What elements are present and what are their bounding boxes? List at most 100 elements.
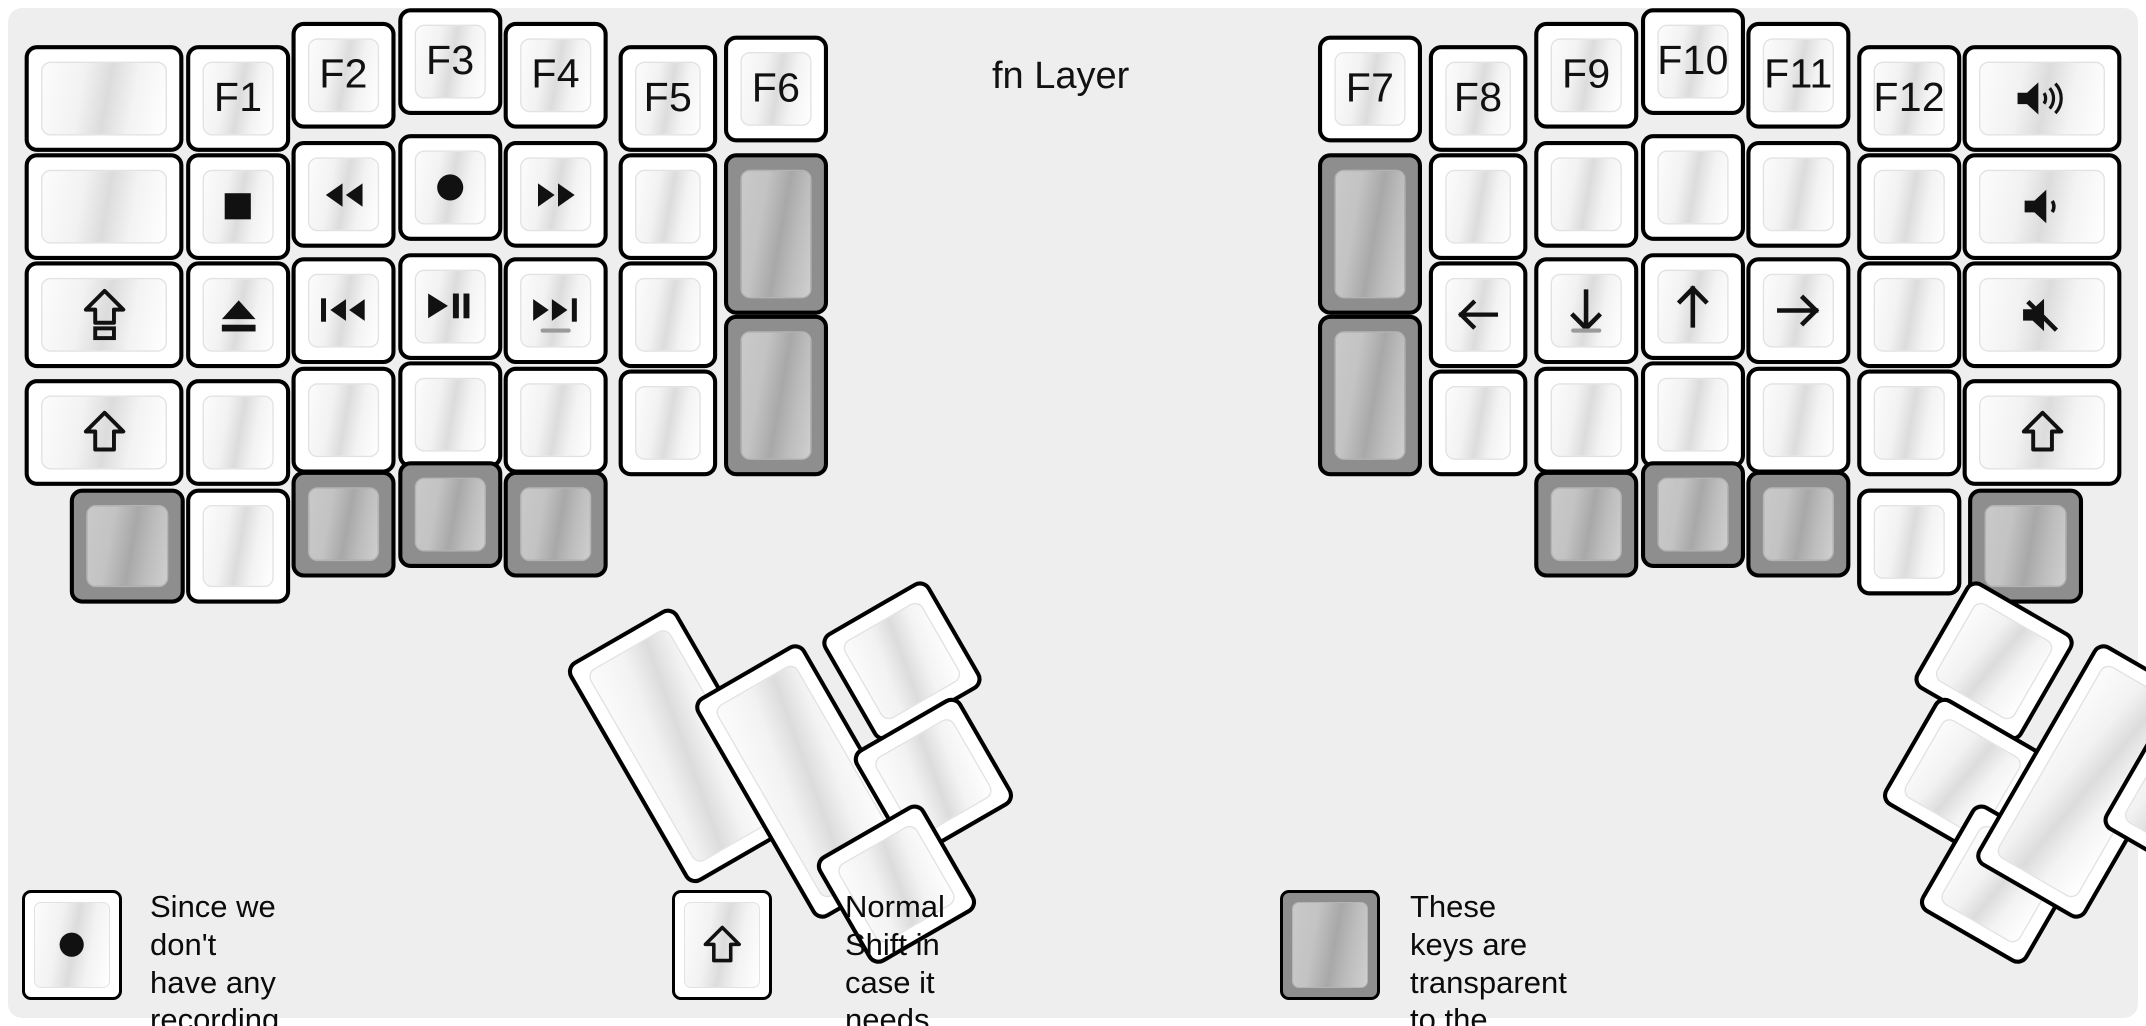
key-cap [86, 505, 169, 588]
key-left-middle-column-3[interactable] [398, 361, 503, 469]
key-cap [202, 395, 274, 470]
key-cap [1762, 487, 1834, 562]
key-left-inner-column-0[interactable]: F5 [618, 45, 718, 152]
key-cap [684, 902, 760, 988]
page-title: fn Layer [992, 55, 1130, 97]
key-left-ring-column-4[interactable] [291, 470, 396, 578]
key-left-index-column-0[interactable]: F4 [503, 21, 608, 129]
key-cap [1762, 273, 1834, 348]
key-left-index-column-4[interactable] [503, 470, 608, 578]
key-right-index-inner-column-0[interactable]: F8 [1428, 45, 1528, 152]
key-left-pinky-column-3[interactable] [186, 379, 291, 486]
key-right-inner-column-1[interactable] [1317, 153, 1422, 315]
key-left-middle-column-1[interactable] [398, 134, 503, 241]
key-right-ring-column-1[interactable] [1746, 140, 1851, 248]
key-right-index-column-2[interactable] [1534, 257, 1639, 365]
key-cap [520, 487, 592, 562]
key-left-pinky-column-4[interactable] [186, 488, 291, 604]
key-left-middle-column-4[interactable] [398, 461, 503, 568]
key-cap [740, 52, 812, 126]
key-left-outer-column-4[interactable] [69, 488, 185, 604]
key-right-pinky-column-3[interactable] [1857, 369, 1962, 477]
key-right-index-inner-column-2[interactable] [1428, 261, 1528, 369]
key-cap [1657, 24, 1729, 99]
key-cap [414, 24, 486, 99]
key-cap [1657, 269, 1729, 344]
key-left-inner-column-1[interactable] [618, 153, 718, 261]
key-right-ring-column-2[interactable] [1746, 257, 1851, 365]
key-left-pinky-column-1[interactable] [186, 153, 291, 261]
key-right-pinky-column-0[interactable]: F12 [1857, 45, 1962, 152]
key-right-ring-column-3[interactable] [1746, 366, 1851, 474]
legend-text-2: These keys are transparent to the layout… [1410, 889, 1567, 1026]
key-left-pinky-column-2[interactable] [186, 261, 291, 369]
key-right-outer-column-2[interactable] [1962, 261, 2122, 369]
key-cap [1873, 505, 1945, 579]
key-left-outer-column-3[interactable] [24, 379, 184, 486]
key-cap [1334, 331, 1406, 460]
key-cap [1873, 61, 1945, 136]
key-cap [1873, 385, 1945, 460]
key-right-middle-column-2[interactable] [1640, 253, 1745, 360]
key-right-pinky-column-2[interactable] [1857, 261, 1962, 369]
key-right-index-column-4[interactable] [1534, 470, 1639, 578]
key-left-outer-column-2[interactable] [24, 261, 184, 369]
key-cap [202, 277, 274, 352]
key-cap [1873, 277, 1945, 352]
key-right-index-column-1[interactable] [1534, 140, 1639, 248]
key-cap [1657, 150, 1729, 225]
key-left-index-column-2[interactable] [503, 257, 608, 365]
key-left-middle-column-0[interactable]: F3 [398, 8, 503, 115]
key-right-index-inner-column-3[interactable] [1428, 369, 1528, 477]
key-left-index-column-1[interactable] [503, 140, 608, 248]
key-right-middle-column-0[interactable]: F10 [1640, 8, 1745, 115]
key-right-index-column-0[interactable]: F9 [1534, 21, 1639, 129]
key-right-inner-column-0[interactable]: F7 [1317, 35, 1422, 143]
key-left-innermost-column-0[interactable]: F6 [724, 35, 829, 143]
key-right-middle-column-4[interactable] [1640, 461, 1745, 568]
key-cap [1550, 38, 1622, 113]
key-left-ring-column-2[interactable] [291, 257, 396, 365]
key-right-outer-column-1[interactable] [1962, 153, 2122, 261]
key-left-inner-column-2[interactable] [618, 261, 718, 369]
key-cap [307, 38, 380, 113]
key-cap [41, 277, 167, 352]
key-cap [520, 157, 592, 232]
key-right-outer-column-0[interactable] [1962, 45, 2122, 152]
key-right-middle-column-1[interactable] [1640, 134, 1745, 241]
key-left-innermost-column-2[interactable] [724, 314, 829, 477]
key-cap [635, 61, 701, 136]
key-cap [1762, 157, 1834, 232]
key-left-innermost-column-1[interactable] [724, 153, 829, 315]
key-left-middle-column-2[interactable] [398, 253, 503, 360]
key-cap [635, 385, 701, 460]
key-left-outer-column-1[interactable] [24, 153, 184, 261]
key-left-outer-column-0[interactable] [24, 45, 184, 152]
key-cap [414, 477, 486, 552]
key-right-outer-extra-transparent[interactable] [1968, 488, 2084, 604]
key-left-index-column-3[interactable] [503, 366, 608, 474]
key-right-ring-column-0[interactable]: F11 [1746, 21, 1851, 129]
key-right-middle-column-3[interactable] [1640, 361, 1745, 469]
key-right-outer-column-3[interactable] [1962, 379, 2122, 486]
key-left-inner-column-3[interactable] [618, 369, 718, 477]
key-cap [307, 487, 380, 562]
key-right-index-inner-column-1[interactable] [1428, 153, 1528, 261]
key-cap [1334, 169, 1406, 299]
legend-key-1 [672, 890, 772, 1000]
key-right-outer-extra-blank[interactable] [1857, 488, 1962, 596]
legend-key-2 [1280, 890, 1380, 1000]
key-right-inner-column-2[interactable] [1317, 314, 1422, 477]
key-right-ring-column-4[interactable] [1746, 470, 1851, 578]
key-left-ring-column-3[interactable] [291, 366, 396, 474]
homing-bump-indicator [540, 328, 571, 333]
key-cap [520, 38, 592, 113]
key-right-index-column-3[interactable] [1534, 366, 1639, 474]
key-left-ring-column-1[interactable] [291, 140, 396, 248]
key-right-pinky-column-1[interactable] [1857, 153, 1962, 261]
key-cap [1657, 477, 1729, 552]
key-left-ring-column-0[interactable]: F2 [291, 21, 396, 129]
key-left-pinky-column-0[interactable]: F1 [186, 45, 291, 152]
key-cap [202, 61, 274, 136]
